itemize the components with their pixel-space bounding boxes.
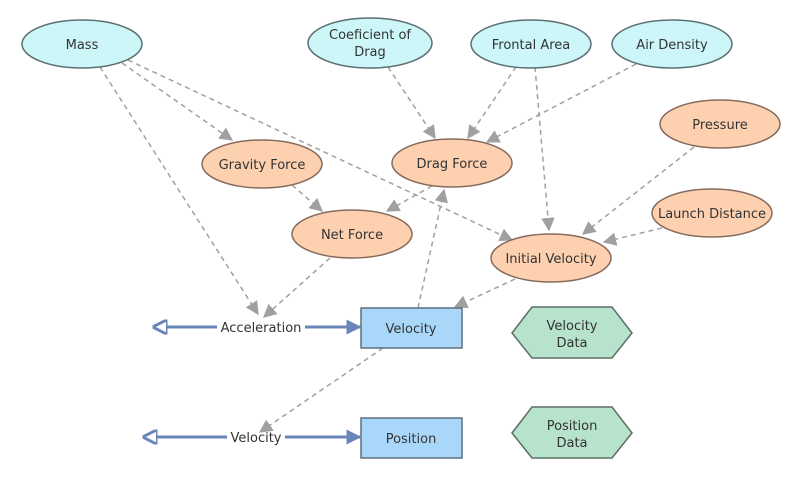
node-pressure[interactable]: Pressure <box>659 99 781 149</box>
node-launch-distance-label: Launch Distance <box>658 207 766 222</box>
data-velocity[interactable]: Velocity Data <box>511 306 633 359</box>
stock-velocity-label: Velocity <box>386 322 437 337</box>
flow-acceleration[interactable]: Acceleration <box>166 319 362 336</box>
data-position[interactable]: Position Data <box>511 406 633 459</box>
link-mass-initial-velocity <box>127 59 514 241</box>
link-pressure-initial <box>581 146 695 235</box>
node-gravity-force-label: Gravity Force <box>219 158 306 173</box>
stock-velocity[interactable]: Velocity <box>360 307 463 349</box>
flow-velocity-label: Velocity <box>231 431 282 446</box>
link-air-drag <box>485 63 637 143</box>
data-velocity-label-1: Velocity <box>547 319 598 334</box>
node-coef-drag-label-2: Drag <box>354 45 386 60</box>
node-frontal-area-label: Frontal Area <box>492 38 571 53</box>
link-net-acceleration <box>262 257 331 318</box>
flow-velocity[interactable]: Velocity <box>156 429 362 446</box>
link-frontal-initial <box>534 66 555 232</box>
data-velocity-label-2: Data <box>556 336 587 351</box>
link-frontal-drag <box>467 66 517 140</box>
link-drag-net <box>385 185 433 212</box>
node-pressure-label: Pressure <box>692 118 748 133</box>
node-initial-velocity[interactable]: Initial Velocity <box>490 233 612 283</box>
link-launch-initial <box>602 227 663 246</box>
data-position-label-2: Data <box>556 436 587 451</box>
node-mass-label: Mass <box>66 38 99 53</box>
node-drag-force[interactable]: Drag Force <box>391 138 513 188</box>
link-gravity-net <box>291 184 324 212</box>
node-net-force[interactable]: Net Force <box>291 209 413 259</box>
node-air-density-label: Air Density <box>636 38 708 53</box>
links <box>99 59 695 433</box>
node-launch-distance[interactable]: Launch Distance <box>651 188 773 238</box>
link-mass-acceleration <box>99 66 259 316</box>
link-mass-gravity <box>121 62 234 141</box>
node-drag-force-label: Drag Force <box>417 157 488 172</box>
flow-acceleration-label: Acceleration <box>221 321 302 336</box>
stock-position-label: Position <box>386 432 437 447</box>
node-initial-velocity-label: Initial Velocity <box>505 252 596 267</box>
link-velocity-drag <box>417 188 448 309</box>
node-net-force-label: Net Force <box>321 228 383 243</box>
node-coeficient-of-drag[interactable]: Coeficient of Drag <box>307 17 433 69</box>
link-coef-drag <box>387 66 436 140</box>
stock-position[interactable]: Position <box>360 417 463 459</box>
node-air-density[interactable]: Air Density <box>611 19 733 69</box>
node-coef-drag-label-1: Coeficient of <box>329 28 411 43</box>
node-mass[interactable]: Mass <box>21 19 143 69</box>
node-frontal-area[interactable]: Frontal Area <box>470 19 592 69</box>
node-gravity-force[interactable]: Gravity Force <box>201 139 323 189</box>
link-velocity-velflow <box>258 347 384 433</box>
data-position-label-1: Position <box>547 419 598 434</box>
link-initial-velocity <box>453 278 516 308</box>
